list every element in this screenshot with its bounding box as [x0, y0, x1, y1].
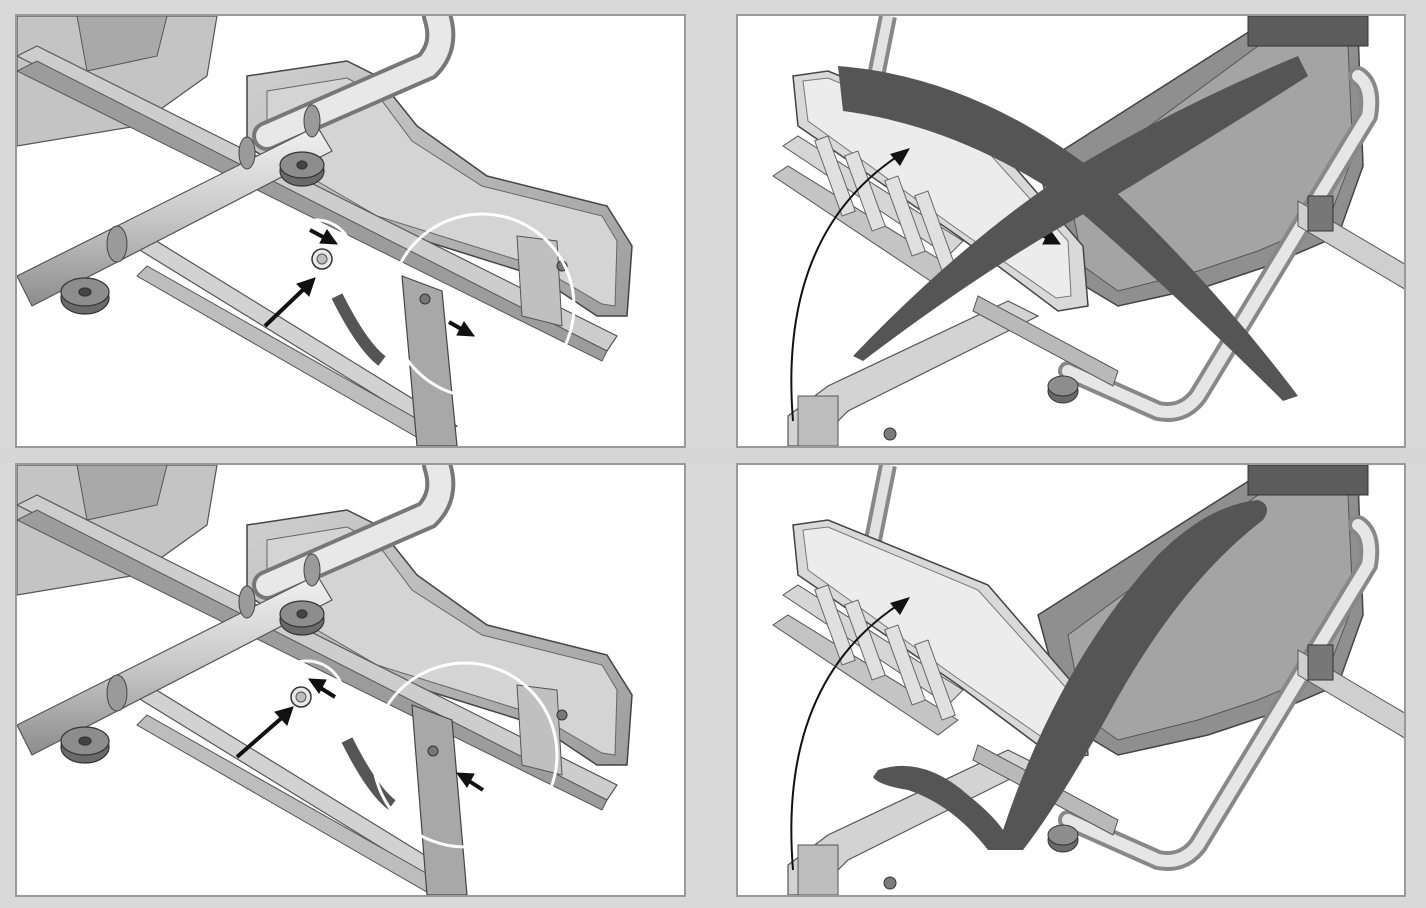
pin-highlight-circle [268, 659, 346, 737]
knob-left [60, 726, 110, 764]
rotation-arrow [790, 604, 899, 871]
panel-correct [736, 463, 1406, 897]
check-mark [873, 500, 1267, 850]
upper-pad-block [17, 465, 218, 596]
pull-arrow-slot [455, 772, 485, 792]
upper-pad-block [17, 16, 218, 147]
knob [1047, 824, 1079, 853]
rotation-arrow [790, 155, 899, 422]
push-arrow [263, 277, 316, 328]
cross-mark [838, 66, 1298, 401]
knob-right [279, 151, 325, 187]
knob-left [60, 277, 110, 315]
pad-illustration [772, 16, 1404, 446]
panel-divider [0, 449, 1426, 463]
frame-illustration [17, 465, 633, 895]
slide-arrow-slot [448, 320, 476, 337]
cross-tube [17, 125, 333, 307]
pad-illustration [772, 465, 1404, 895]
slot-highlight-circle [371, 661, 559, 849]
panel-pin-released [15, 463, 686, 897]
slide-arrow-small [309, 228, 339, 245]
pin-highlight-circle [277, 218, 355, 296]
lower-beam [787, 749, 1040, 895]
panel-incorrect [736, 14, 1406, 448]
locking-pin [311, 248, 333, 270]
slot-highlight-circle [388, 212, 576, 400]
lower-beam [787, 300, 1040, 446]
frame-illustration [17, 16, 633, 446]
cross-tube [17, 574, 333, 756]
bracket-plate [401, 275, 458, 446]
knob [1047, 375, 1079, 404]
push-arrow [235, 706, 294, 759]
pull-arrow-small [307, 678, 337, 699]
locking-pin [290, 686, 312, 708]
knob-right [279, 600, 325, 636]
panel-pin-engaged [15, 14, 686, 448]
